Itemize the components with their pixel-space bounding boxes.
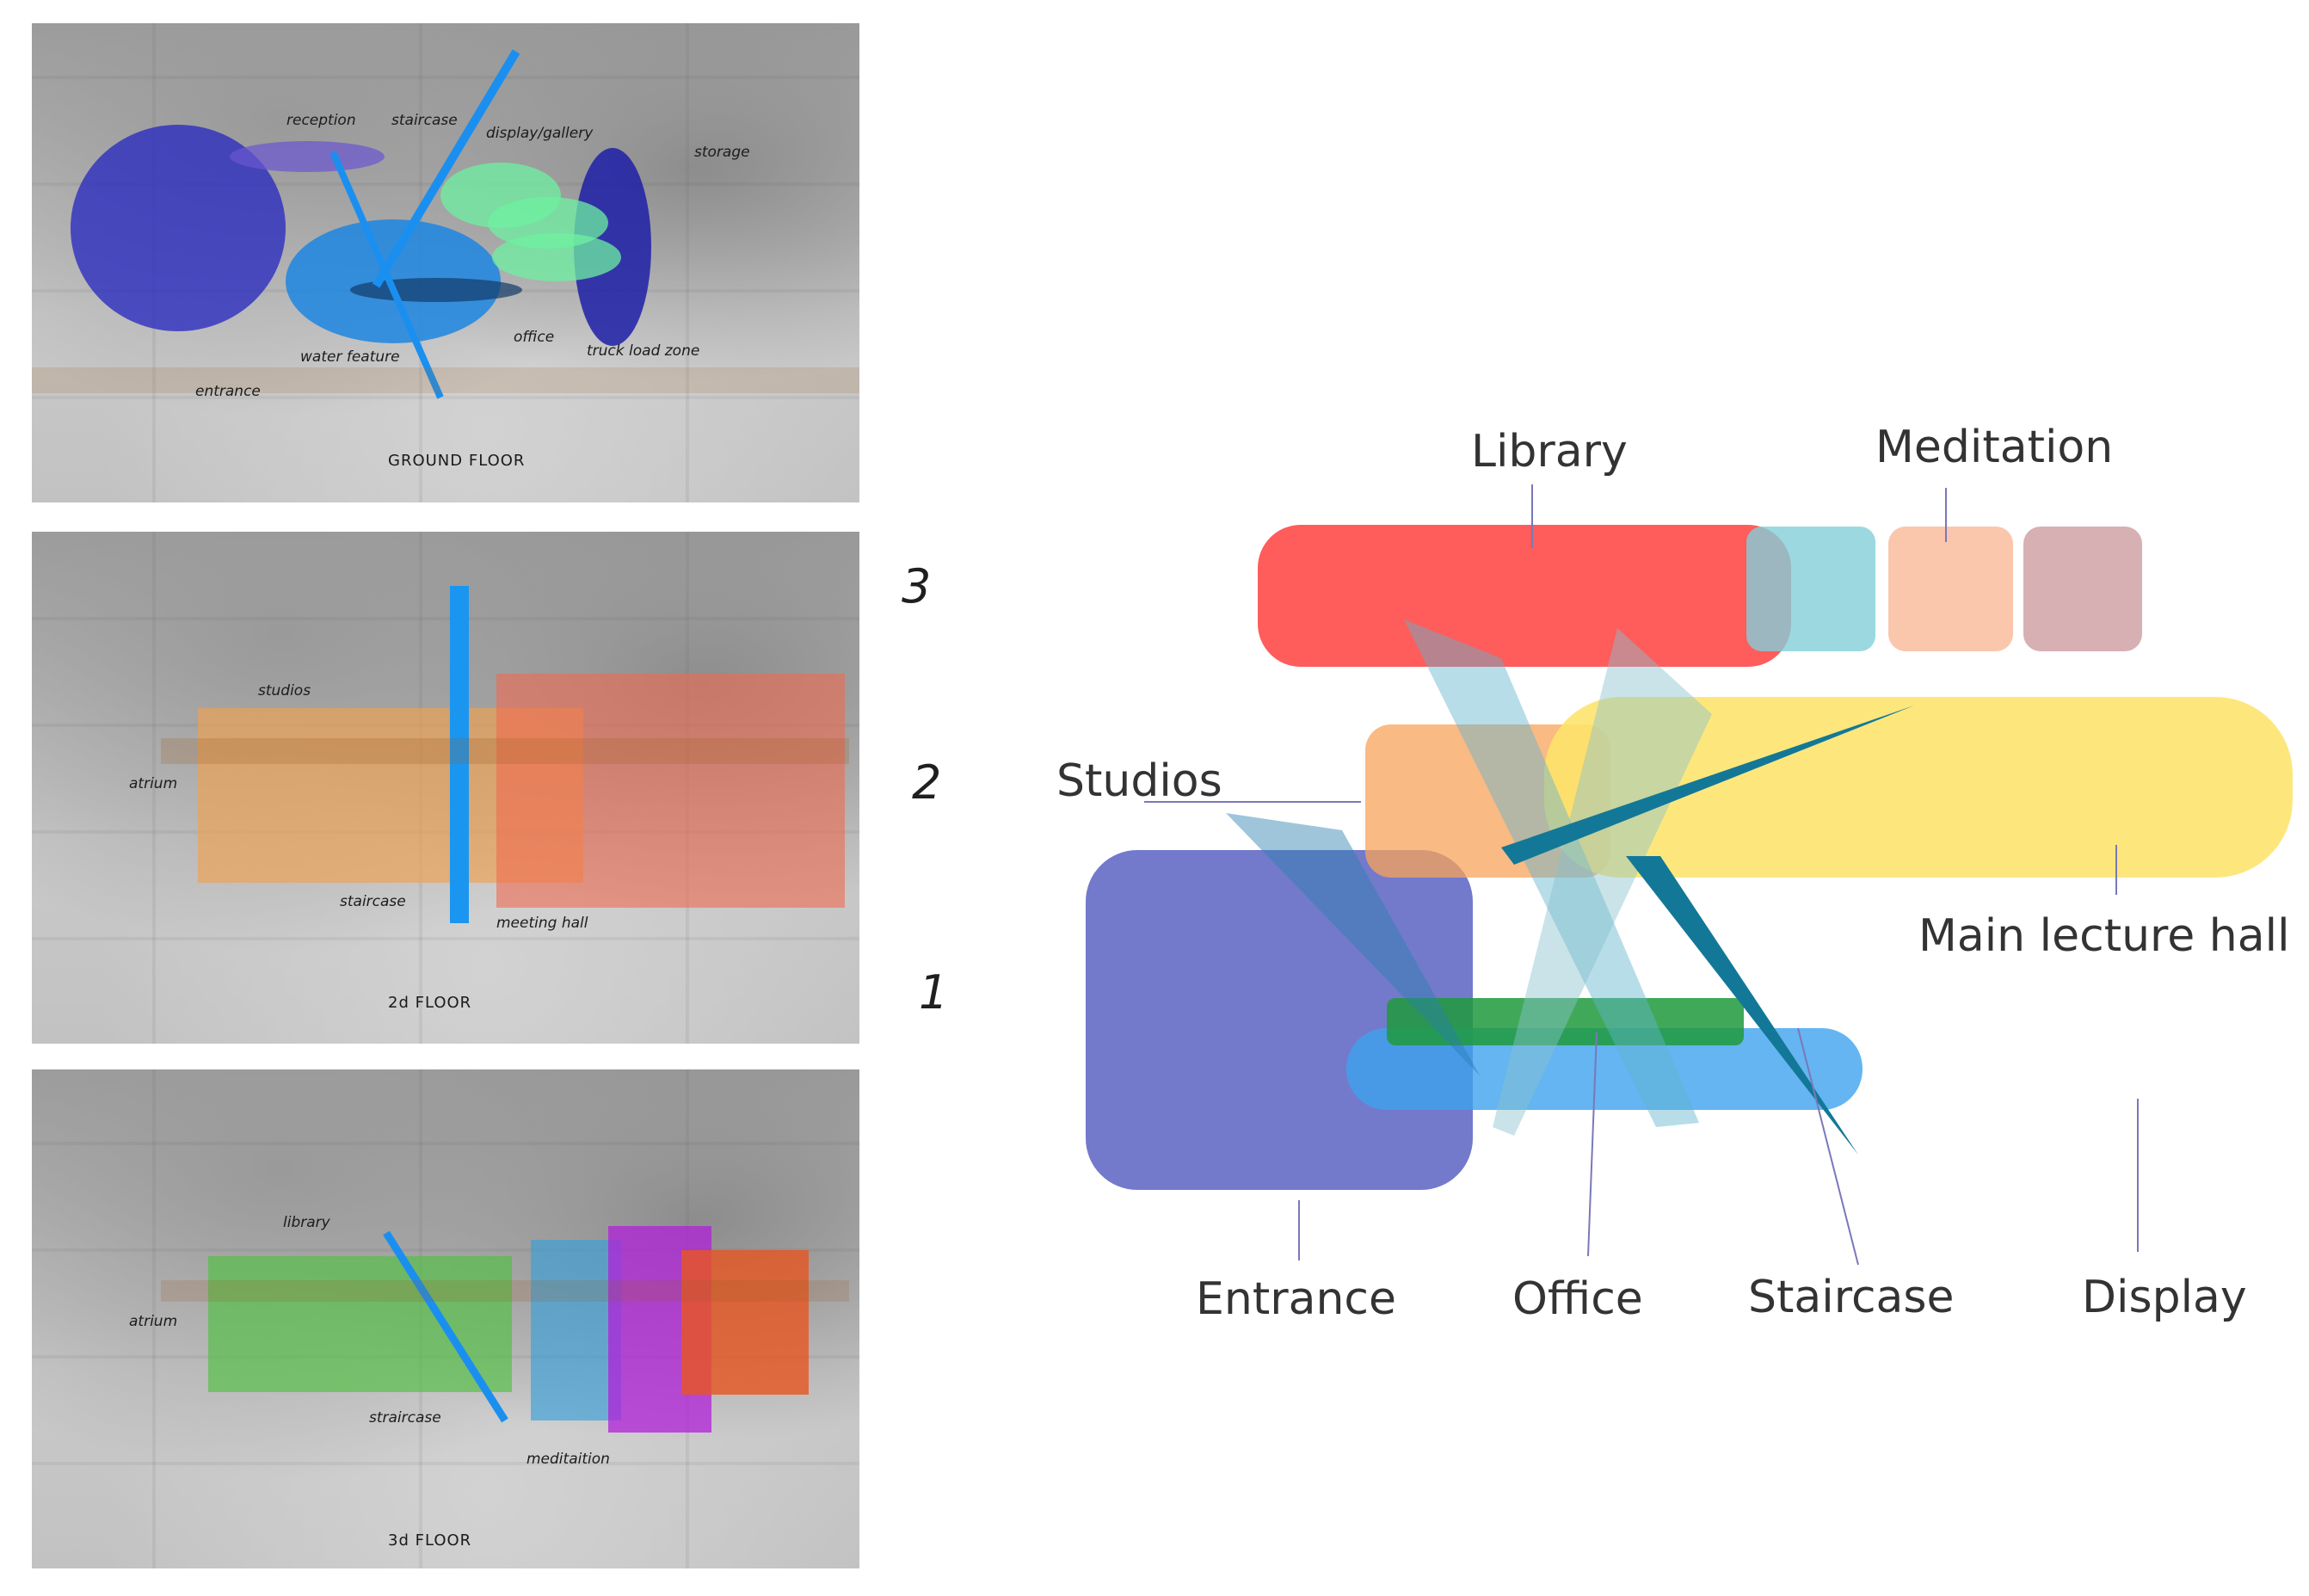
label-water-feature: water feature bbox=[300, 348, 400, 366]
gallery-zone-shape-3 bbox=[492, 233, 621, 281]
library-zone-shape bbox=[208, 1256, 512, 1392]
program-diagram bbox=[1086, 484, 2293, 1266]
diagram-label-studios: Studios bbox=[1056, 755, 1222, 807]
staircase-blade-2 bbox=[1626, 856, 1858, 1155]
label-office: office bbox=[514, 329, 555, 346]
ground-floor-shapes bbox=[32, 49, 859, 399]
staircase-ribbon-2 bbox=[1493, 628, 1712, 1136]
second-floor-panel: studios atrium staircase meeting hall 2d… bbox=[32, 532, 859, 1044]
floor-title-second: 2d FLOOR bbox=[388, 994, 472, 1012]
label-library: library bbox=[283, 1214, 330, 1231]
floor-number-2: 2 bbox=[912, 755, 942, 810]
ground-floor-panel: reception staircase display/gallery stor… bbox=[32, 23, 859, 502]
diagram-label-main-lecture-hall: Main lecture hall bbox=[1918, 910, 2290, 962]
staircase-blade-1 bbox=[1501, 706, 1914, 865]
diagram-label-office: Office bbox=[1512, 1273, 1643, 1325]
third-floor-panel: library atrium straircase meditaition 3d… bbox=[32, 1069, 859, 1568]
office-leader bbox=[1587, 1032, 1598, 1257]
rust-stain bbox=[161, 738, 849, 764]
staircase-ribbon-3 bbox=[1226, 813, 1480, 1075]
diagram-label-meditation: Meditation bbox=[1875, 422, 2114, 473]
diagram-label-entrance: Entrance bbox=[1196, 1273, 1396, 1325]
label-reception: reception bbox=[286, 112, 356, 129]
diagram-shapes bbox=[1086, 484, 2293, 1266]
label-studios: studios bbox=[258, 682, 311, 699]
meditation-block-1 bbox=[1746, 527, 1875, 651]
label-staircase: straircase bbox=[369, 1409, 441, 1427]
staircase-line-a bbox=[372, 49, 520, 288]
staircase-bar bbox=[450, 586, 469, 923]
label-staircase: staircase bbox=[391, 112, 458, 129]
staircase-line-b bbox=[329, 151, 444, 399]
floor-number-1: 1 bbox=[919, 965, 949, 1020]
meditation-zone-shape-1 bbox=[531, 1240, 621, 1420]
label-truck-load-zone: truck load zone bbox=[587, 342, 700, 360]
main-lecture-hall-block bbox=[1544, 697, 2293, 878]
library-block bbox=[1258, 525, 1791, 667]
diagram-label-library: Library bbox=[1471, 426, 1628, 478]
label-atrium: atrium bbox=[129, 1313, 178, 1330]
meditation-zone-shape-3 bbox=[681, 1250, 809, 1395]
label-staircase: staircase bbox=[340, 893, 406, 910]
diagram-label-display: Display bbox=[2082, 1272, 2247, 1323]
label-meeting-hall: meeting hall bbox=[496, 915, 588, 932]
diagram-label-staircase: Staircase bbox=[1748, 1272, 1955, 1323]
floor-title-third: 3d FLOOR bbox=[388, 1531, 472, 1550]
label-display-gallery: display/gallery bbox=[486, 125, 594, 142]
meditation-block-3 bbox=[2023, 527, 2142, 651]
label-meditation: meditaition bbox=[526, 1451, 610, 1468]
staircase-line bbox=[383, 1230, 508, 1423]
display-block bbox=[1346, 1028, 1863, 1110]
second-floor-shapes bbox=[161, 586, 849, 923]
reception-zone-shape bbox=[230, 141, 385, 172]
meeting-hall-zone-shape bbox=[496, 674, 845, 908]
entrance-zone-shape bbox=[71, 125, 286, 331]
third-floor-shapes bbox=[161, 1226, 849, 1433]
floor-title-ground: GROUND FLOOR bbox=[388, 452, 526, 470]
meditation-block-2 bbox=[1888, 527, 2013, 651]
office-block bbox=[1387, 998, 1744, 1045]
label-atrium: atrium bbox=[129, 775, 178, 792]
rust-stain bbox=[32, 367, 859, 393]
label-storage: storage bbox=[694, 144, 750, 161]
staircase-ribbon-1 bbox=[1404, 619, 1699, 1127]
label-entrance: entrance bbox=[195, 383, 261, 400]
rust-stain bbox=[161, 1280, 849, 1302]
staircase-leader bbox=[1797, 1027, 1859, 1266]
floor-number-3: 3 bbox=[902, 559, 932, 613]
